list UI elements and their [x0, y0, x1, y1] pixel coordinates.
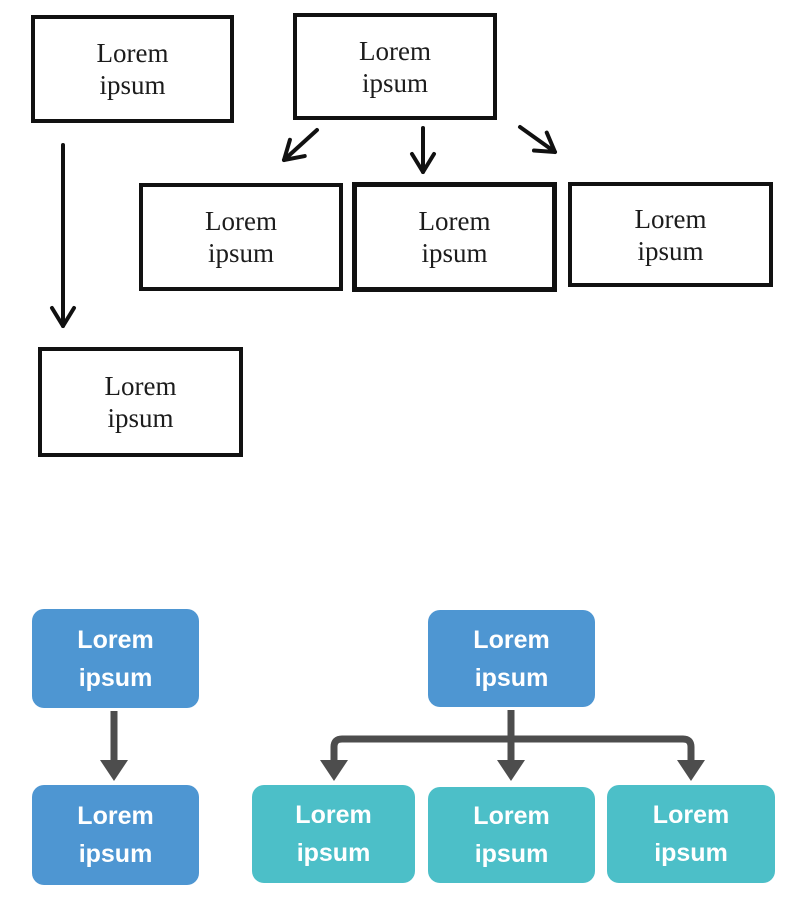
flow-node-child-3[interactable]: Lorem ipsum	[607, 785, 775, 883]
flow-node-label: Lorem ipsum	[104, 371, 177, 433]
flow-node-child-1[interactable]: Lorem ipsum	[252, 785, 415, 883]
flow-node-lower-left[interactable]: Lorem ipsum	[38, 347, 243, 457]
flow-node-top-left[interactable]: Lorem ipsum	[31, 15, 234, 123]
black-arrow-topcenter-to-midleft	[282, 128, 319, 162]
flow-node-label: Lorem ipsum	[359, 35, 431, 98]
flow-node-label: Lorem ipsum	[473, 802, 550, 868]
flow-node-mid-right[interactable]: Lorem ipsum	[568, 182, 773, 287]
flow-node-label: Lorem ipsum	[634, 203, 707, 266]
gray-arrow-parentleft-to-childleft	[100, 711, 128, 781]
flow-node-label: Lorem ipsum	[295, 801, 372, 867]
gray-tree-connector-parentright	[320, 710, 705, 781]
flow-node-label: Lorem ipsum	[652, 801, 730, 867]
flow-node-parent-left[interactable]: Lorem ipsum	[32, 609, 199, 708]
flow-node-child-left[interactable]: Lorem ipsum	[32, 785, 199, 885]
flow-node-mid-left[interactable]: Lorem ipsum	[139, 183, 343, 291]
flow-node-label: Lorem ipsum	[205, 206, 277, 268]
flow-node-label: Lorem ipsum	[77, 802, 154, 868]
black-arrow-topcenter-to-midright	[518, 125, 557, 154]
flow-node-parent-right[interactable]: Lorem ipsum	[428, 610, 595, 707]
flow-node-label: Lorem ipsum	[77, 625, 154, 692]
flow-node-label: Lorem ipsum	[473, 625, 550, 692]
flow-node-top-center[interactable]: Lorem ipsum	[293, 13, 497, 120]
flow-node-child-2[interactable]: Lorem ipsum	[428, 787, 595, 883]
flow-node-label: Lorem ipsum	[418, 206, 491, 268]
flow-node-label: Lorem ipsum	[96, 38, 169, 100]
flow-node-mid-center[interactable]: Lorem ipsum	[352, 182, 557, 292]
